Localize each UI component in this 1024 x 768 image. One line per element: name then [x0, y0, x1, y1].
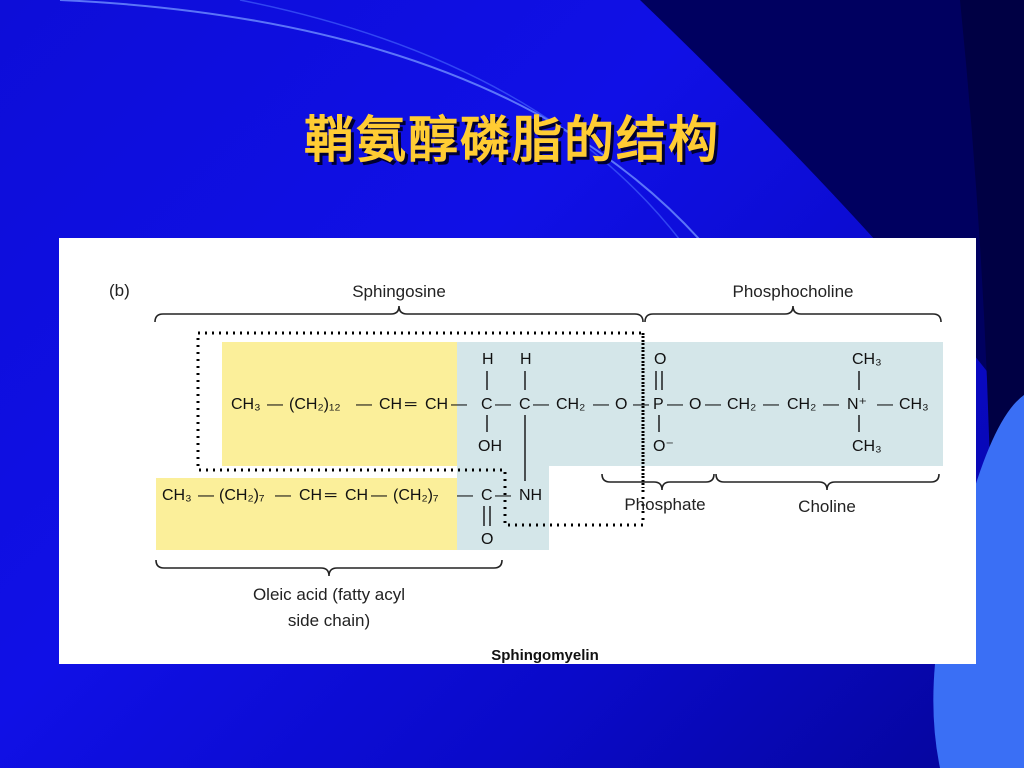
- bond-2: —: [356, 396, 372, 413]
- bond-14: —: [275, 487, 291, 504]
- atom-h-c2: H: [520, 351, 532, 368]
- choline-brace: [715, 473, 940, 491]
- phosphocholine-label: Phosphocholine: [733, 282, 854, 301]
- atom-oh: OH: [478, 438, 502, 455]
- oleic-row: CH₃ — (CH₂)₇ — CH ═ CH — (CH₂)₇ — C — NH: [162, 487, 542, 504]
- structure-diagram: (b) Sphingosine Phosphocholine Phosphate…: [109, 281, 943, 664]
- panel-label: (b): [109, 281, 130, 300]
- bond-5: —: [533, 396, 549, 413]
- atom-ch3-right: CH₃: [899, 396, 929, 413]
- double-bond-1: ═: [404, 396, 417, 413]
- sphingomyelin-figure: (b) Sphingosine Phosphocholine Phosphate…: [59, 238, 976, 664]
- sphingosine-chain-region: [222, 342, 458, 466]
- bond-1: —: [267, 396, 283, 413]
- bond-9: —: [705, 396, 721, 413]
- amide-region: [457, 466, 549, 550]
- bond-8: —: [667, 396, 683, 413]
- sphingosine-brace: [154, 305, 644, 323]
- atom-o-carbonyl: O: [481, 531, 493, 548]
- bond-15: —: [371, 487, 387, 504]
- atom-ch2-a: CH₂: [556, 396, 585, 413]
- atom-ch2-b: CH₂: [727, 396, 756, 413]
- sphingosine-row: CH₃ — (CH₂)₁₂ — CH ═ CH — C — C — CH₂ — …: [231, 396, 627, 413]
- phosphate-brace: [601, 473, 715, 491]
- atom-ch2-c: CH₂: [787, 396, 816, 413]
- atom-nh: NH: [519, 487, 542, 504]
- atom-ch2-12: (CH₂)₁₂: [289, 396, 341, 413]
- oleic-brace: [155, 559, 503, 577]
- bond-4: —: [495, 396, 511, 413]
- atom-ch3-top: CH₃: [852, 351, 882, 368]
- atom-h-c1: H: [482, 351, 494, 368]
- figure-caption: Sphingomyelin: [491, 647, 599, 664]
- bond-12: —: [877, 396, 893, 413]
- atom-n-plus: N⁺: [847, 396, 867, 413]
- atom-ch3-bottom: CH₃: [852, 438, 882, 455]
- oleic-label-line2: side chain): [288, 611, 370, 630]
- bond-13: —: [198, 487, 214, 504]
- oleic-chain-region: [156, 478, 458, 550]
- atom-o-minus: O⁻: [653, 438, 674, 455]
- bond-10: —: [763, 396, 779, 413]
- bg-curve-line: [59, 0, 701, 241]
- bg-light-swoosh: [933, 395, 1024, 768]
- atom-p: P: [653, 396, 664, 413]
- bond-6: —: [593, 396, 609, 413]
- atom-ch2-7-a: (CH₂)₇: [219, 487, 264, 504]
- atom-o-ester: O: [689, 396, 701, 413]
- phosphocholine-brace: [644, 305, 942, 323]
- bond-7: —: [633, 396, 649, 413]
- atom-o-bridge: O: [615, 396, 627, 413]
- atom-o-top: O: [654, 351, 666, 368]
- bond-16: —: [457, 487, 473, 504]
- oleic-label-line1: Oleic acid (fatty acyl: [253, 585, 405, 604]
- bond-17: —: [495, 487, 511, 504]
- sphingosine-label: Sphingosine: [352, 282, 446, 301]
- atom-ch-a: CH: [379, 396, 402, 413]
- double-bond-2: ═: [324, 487, 337, 504]
- atom-ch-b: CH: [425, 396, 448, 413]
- phosphocholine-region: [643, 342, 943, 466]
- bond-3: —: [451, 396, 467, 413]
- bg-curve-line-2: [239, 0, 681, 241]
- bond-11: —: [823, 396, 839, 413]
- phosphocholine-row: — P — O — CH₂ — CH₂ — N⁺ — CH₃: [633, 396, 929, 413]
- atom-ch-d: CH: [345, 487, 368, 504]
- choline-label: Choline: [798, 497, 856, 516]
- phosphate-label: Phosphate: [624, 495, 705, 514]
- atom-c-carbonyl: C: [481, 487, 493, 504]
- atom-ch2-7-b: (CH₂)₇: [393, 487, 438, 504]
- atom-ch-c: CH: [299, 487, 322, 504]
- slide-title: 鞘氨醇磷脂的结构: [304, 110, 720, 169]
- sphingosine-head-region: [457, 342, 643, 466]
- atom-c1: C: [481, 396, 493, 413]
- bg-dark-corner: [640, 0, 1024, 420]
- atom-ch3-oleic: CH₃: [162, 487, 192, 504]
- atom-ch3: CH₃: [231, 396, 261, 413]
- atom-c2: C: [519, 396, 531, 413]
